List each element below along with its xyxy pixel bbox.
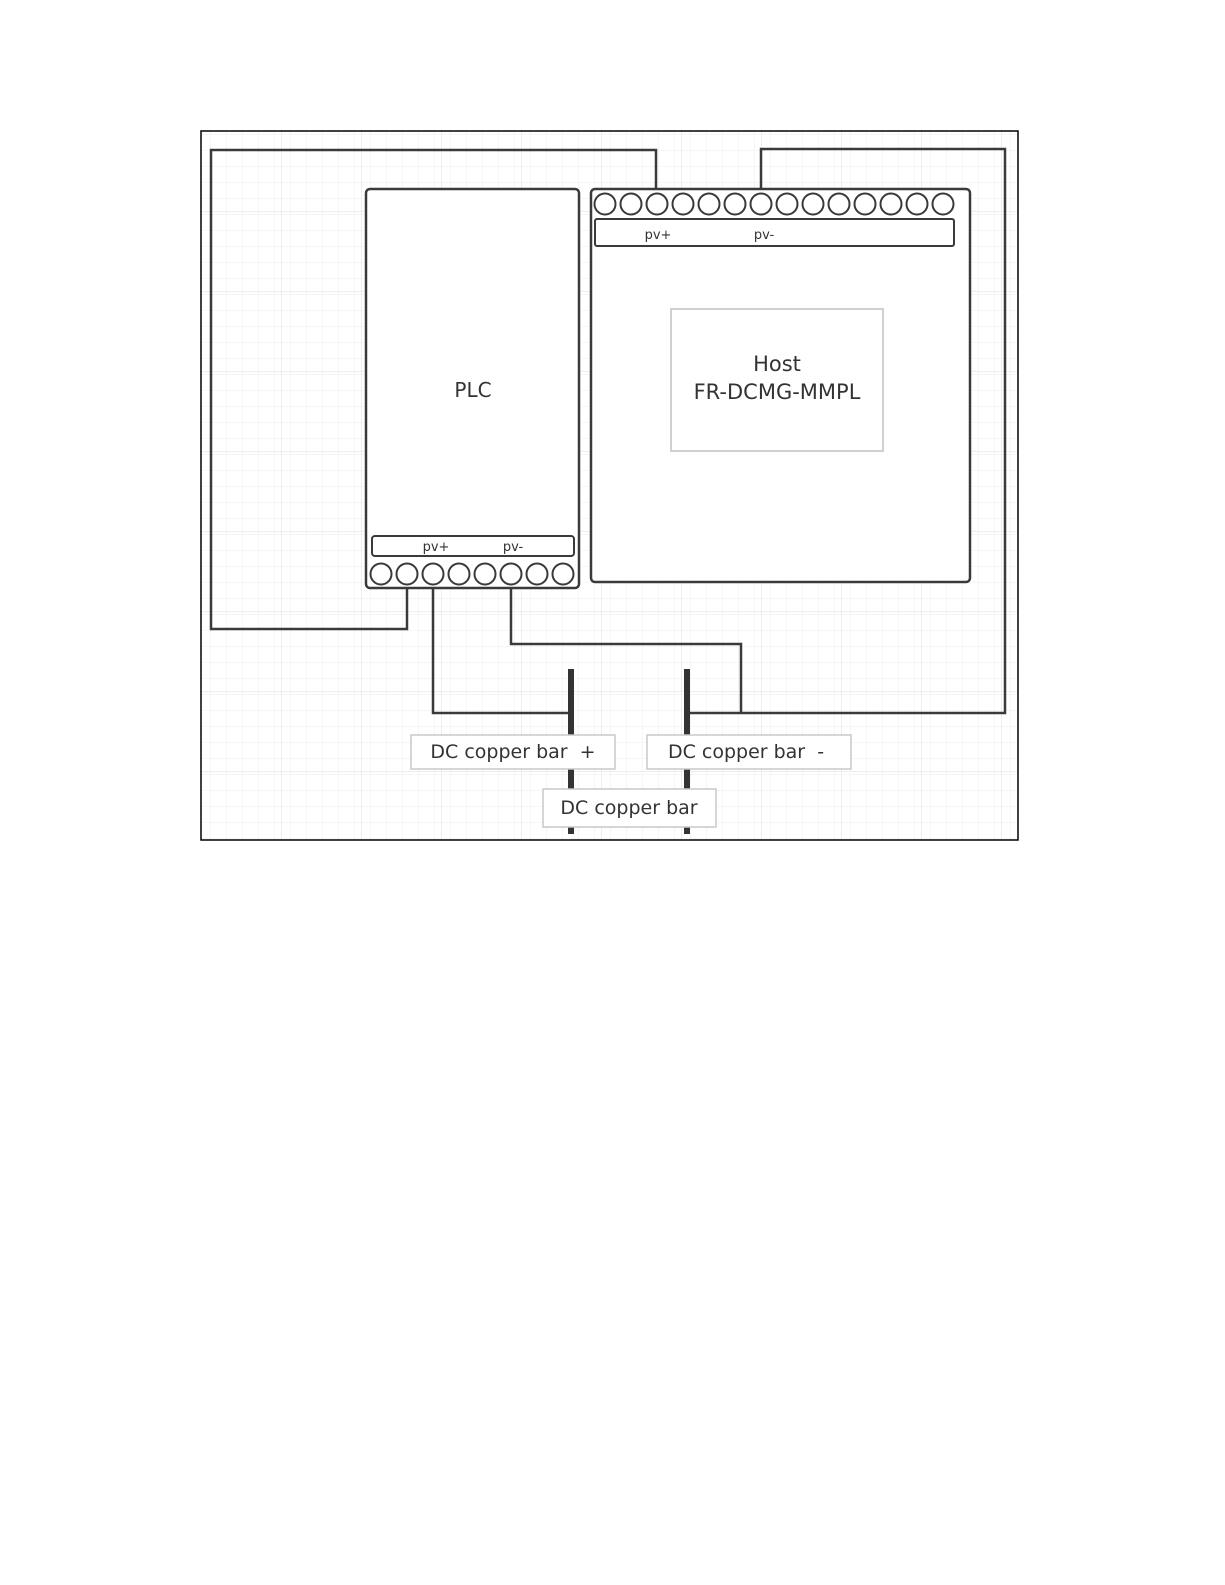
host-terminal-8 xyxy=(777,194,798,215)
host-terminal-9 xyxy=(803,194,824,215)
plc-pv-minus-label: pv- xyxy=(503,540,524,555)
host-terminal-12 xyxy=(881,194,902,215)
bar-plus-label: DC copper bar + xyxy=(430,741,595,763)
plc-terminal-4 xyxy=(449,564,470,585)
host-terminal-5 xyxy=(699,194,720,215)
bar-plus-label-box: DC copper bar + xyxy=(411,735,615,769)
plc-terminal-strip xyxy=(372,536,574,556)
host-terminal-6 xyxy=(725,194,746,215)
plc-terminal-6 xyxy=(501,564,522,585)
bar-minus-label: DC copper bar - xyxy=(668,741,824,763)
plc-terminal-3 xyxy=(423,564,444,585)
plc-terminal-7 xyxy=(527,564,548,585)
bar-common-label: DC copper bar xyxy=(560,797,697,819)
plc-terminal-5 xyxy=(475,564,496,585)
host-module: pv+ pv- Host FR-DCMG-MMPL xyxy=(591,189,970,582)
host-terminal-4 xyxy=(673,194,694,215)
plc-terminal-2 xyxy=(397,564,418,585)
host-terminal-13 xyxy=(907,194,928,215)
plc-name: PLC xyxy=(454,378,491,402)
host-pv-plus-label: pv+ xyxy=(645,228,672,243)
host-terminal-7 xyxy=(751,194,772,215)
plc-pv-plus-label: pv+ xyxy=(423,540,450,555)
host-title: Host xyxy=(753,352,801,376)
host-pv-minus-label: pv- xyxy=(754,228,775,243)
host-terminal-3 xyxy=(647,194,668,215)
plc-module: PLC pv+ pv- xyxy=(366,189,579,588)
host-terminal-11 xyxy=(855,194,876,215)
plc-terminal-8 xyxy=(553,564,574,585)
bar-common-label-box: DC copper bar xyxy=(543,789,716,827)
bar-minus-label-box: DC copper bar - xyxy=(647,735,851,769)
host-terminal-10 xyxy=(829,194,850,215)
host-terminal-1 xyxy=(595,194,616,215)
plc-terminal-1 xyxy=(371,564,392,585)
host-terminal-2 xyxy=(621,194,642,215)
host-model: FR-DCMG-MMPL xyxy=(694,380,861,404)
host-terminal-14 xyxy=(933,194,954,215)
